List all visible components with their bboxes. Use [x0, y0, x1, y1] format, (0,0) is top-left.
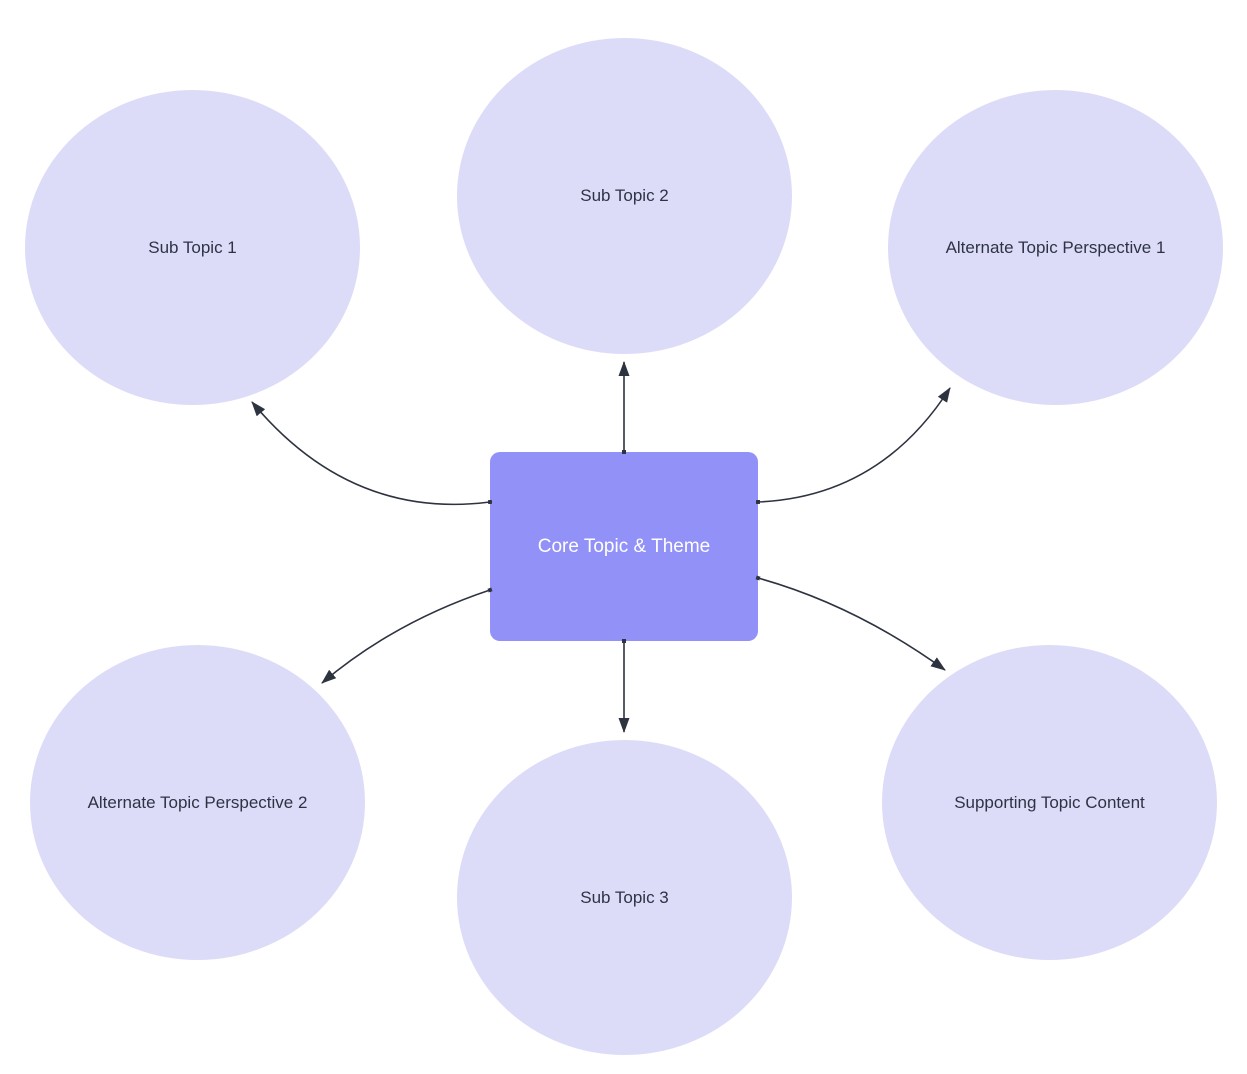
node-supporting-topic-content[interactable]: Supporting Topic Content	[882, 645, 1217, 960]
node-label: Alternate Topic Perspective 2	[87, 792, 308, 812]
node-sub-topic-1[interactable]: Sub Topic 1	[25, 90, 360, 405]
arrow-core-to-alternate-topic-perspective-1[interactable]	[755, 387, 951, 505]
node-label: Sub Topic 1	[148, 237, 237, 257]
node-core-topic[interactable]: Core Topic & Theme	[490, 452, 758, 641]
node-label: Supporting Topic Content	[954, 792, 1145, 812]
arrow-core-to-sub-topic-1[interactable]	[251, 401, 493, 506]
center-node-label: Core Topic & Theme	[537, 535, 711, 557]
node-label: Alternate Topic Perspective 1	[945, 237, 1166, 257]
node-label: Sub Topic 2	[580, 186, 669, 206]
node-label: Sub Topic 3	[580, 887, 669, 907]
arrow-core-to-alternate-topic-perspective-2[interactable]	[321, 587, 493, 684]
node-alternate-topic-perspective-2[interactable]: Alternate Topic Perspective 2	[30, 645, 365, 960]
arrow-core-to-supporting-topic-content[interactable]	[755, 575, 946, 671]
node-sub-topic-2[interactable]: Sub Topic 2	[457, 38, 792, 354]
node-sub-topic-3[interactable]: Sub Topic 3	[457, 740, 792, 1055]
node-alternate-topic-perspective-1[interactable]: Alternate Topic Perspective 1	[888, 90, 1223, 405]
